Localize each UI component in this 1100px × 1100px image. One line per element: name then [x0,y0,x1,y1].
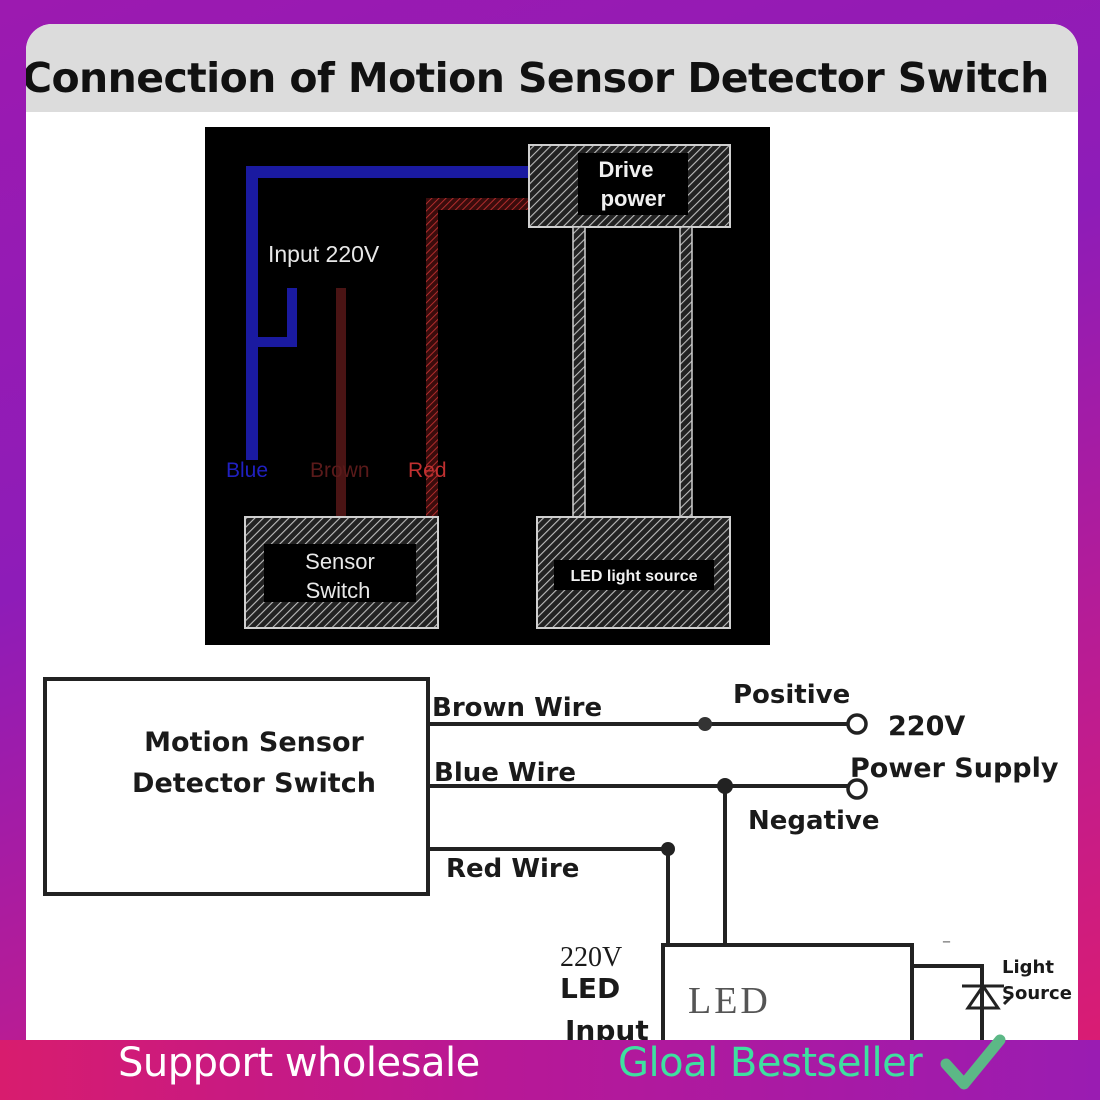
led-input-voltage: 220V [560,942,622,973]
drive-power-line1: Drive [598,157,653,182]
drive-power-line2: power [601,186,666,211]
blue-wire-label: Blue Wire [434,758,576,788]
led-light-source-label: LED light source [570,568,697,585]
page-title: Connection of Motion Sensor Detector Swi… [26,54,1049,102]
motion-sensor-line2: Detector Switch [132,768,376,799]
input-220v-label: Input 220V [268,241,380,267]
diode-icon [962,983,1012,1010]
blue-wire [246,166,530,460]
red-wire [426,198,530,516]
red-junction-dot [661,842,675,856]
positive-terminal [846,713,868,735]
negative-terminal [846,778,868,800]
light-source-line2: Source [1002,983,1072,1004]
negative-label: Negative [748,806,879,836]
red-wire-label: Red Wire [446,854,579,884]
led-box-label: LED [688,980,771,1022]
sensor-switch-line1: Sensor [305,549,375,574]
voltage-label: 220V [888,711,965,742]
light-source-line1: Light [1002,957,1054,978]
top-diagram: Drive power Input 220V Blue Brown Red Se… [205,127,770,645]
global-bestseller-text: Gloal Bestseller [618,1040,923,1086]
bottom-schematic [43,677,984,1040]
red-label: Red [408,459,447,482]
footer-banner [0,1040,1100,1100]
led-lead-right [679,226,693,518]
brown-label: Brown [310,459,370,482]
sensor-switch-line2: Switch [306,578,371,603]
led-light-source-label-bg [554,560,714,590]
led-input-line2: LED [560,972,620,1005]
negative-junction-dot [717,778,733,794]
sensor-switch-label-bg [264,544,416,602]
blue-label: Blue [226,459,268,482]
led-driver-box [661,943,914,1040]
brown-wire-label: Brown Wire [432,693,602,723]
motion-sensor-line1: Motion Sensor [144,727,364,758]
input-blue-stub [252,288,297,347]
support-wholesale-text: Support wholesale [118,1040,480,1086]
positive-label: Positive [733,680,850,710]
drive-power-label-bg [578,153,688,215]
light-source-wire [912,964,984,1040]
check-icon [940,1034,1006,1090]
title-bar: Connection of Motion Sensor Detector Swi… [26,24,1078,112]
positive-junction-dot [698,717,712,731]
minus-sign: – [942,931,951,952]
led-lead-left [572,226,586,518]
power-supply-label: Power Supply [850,753,1059,784]
